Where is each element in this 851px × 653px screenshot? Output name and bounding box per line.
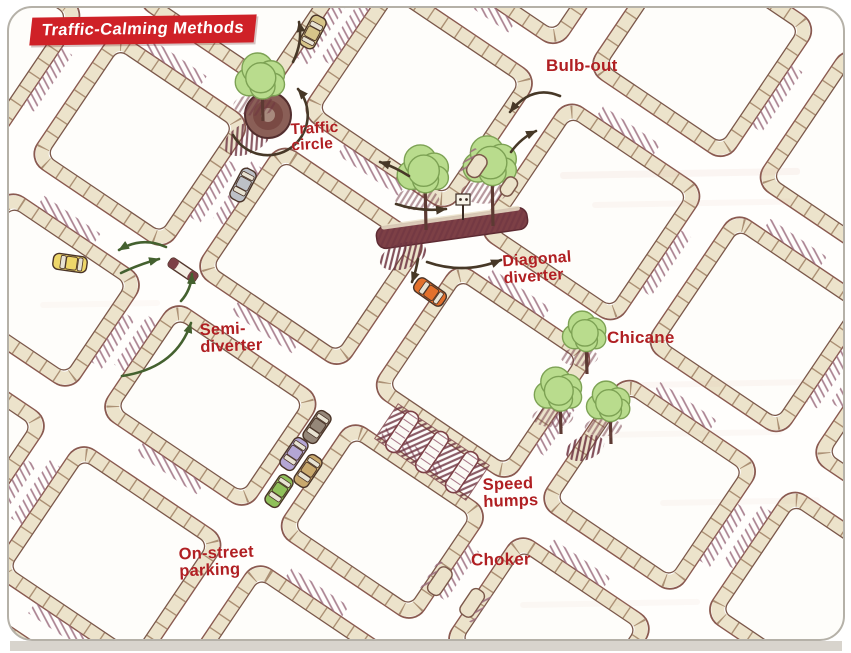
city-block: [104, 305, 317, 506]
tree-icon: [395, 144, 450, 231]
arrow: [410, 257, 420, 284]
label-bulb-out: Bulb-out: [546, 56, 618, 75]
arrow: [509, 129, 538, 154]
speed-humps: [373, 403, 491, 501]
title-banner: Traffic-Calming Methods: [29, 14, 257, 46]
arrow: [394, 202, 448, 215]
semi-diverter: [52, 240, 199, 378]
city-block: [199, 147, 423, 365]
scan-edge: [10, 641, 842, 651]
page-frame: [7, 6, 845, 641]
car-orange: [412, 277, 448, 307]
car-yellow: [52, 252, 88, 274]
city-block: [759, 50, 844, 269]
label-diagonal-diverter: Diagonal diverter: [501, 248, 573, 287]
bulb-out: [457, 91, 562, 197]
city-block: [482, 103, 701, 321]
label-traffic-circle: Traffic circle: [290, 118, 339, 155]
car-tan-top: [299, 14, 327, 50]
city-block: [8, 7, 81, 134]
traffic-features: [52, 14, 631, 624]
city-block: [709, 491, 844, 640]
city-block: [33, 35, 247, 246]
traffic-circle: [223, 14, 327, 203]
label-speed-humps: Speed humps: [482, 474, 539, 512]
label-choker: Choker: [470, 549, 531, 570]
title-text: Traffic-Calming Methods: [40, 18, 245, 40]
label-on-street-parking: On-street parking: [178, 542, 255, 581]
car-parked-brown: [302, 409, 332, 445]
on-street-parking: [264, 409, 332, 509]
city-block: [415, 7, 645, 45]
diagonal-diverter: [375, 129, 538, 307]
city-block: [543, 379, 756, 590]
arrow: [291, 20, 306, 64]
car-parked-tan: [293, 453, 323, 489]
tree-icon: [532, 366, 583, 435]
arrow: [120, 321, 193, 378]
diverter-sign-icon: [455, 193, 471, 220]
city-block: [8, 193, 140, 387]
arrow: [378, 160, 411, 178]
city-block: [592, 7, 813, 158]
city-block: [172, 565, 389, 640]
tree-icon: [233, 52, 286, 122]
tree-icon: [560, 310, 607, 375]
arrow: [425, 258, 503, 270]
car-parked-green: [264, 473, 294, 509]
label-semi-diverter: Semi- diverter: [199, 319, 263, 357]
arrow: [231, 87, 309, 157]
arrow: [117, 240, 168, 252]
city-block: [8, 446, 222, 640]
tree-icon: [584, 380, 631, 445]
scan-bleed: [40, 167, 821, 608]
choker: [419, 560, 493, 624]
chicane: [532, 310, 631, 462]
car-parked-purple: [279, 436, 309, 472]
arrow: [179, 272, 196, 303]
city-block: [448, 537, 650, 640]
arrow: [508, 91, 562, 114]
arrow: [119, 257, 161, 275]
city-block: [649, 216, 844, 433]
label-chicane: Chicane: [607, 328, 675, 347]
car-silver: [229, 167, 257, 203]
city-block: [8, 334, 45, 547]
